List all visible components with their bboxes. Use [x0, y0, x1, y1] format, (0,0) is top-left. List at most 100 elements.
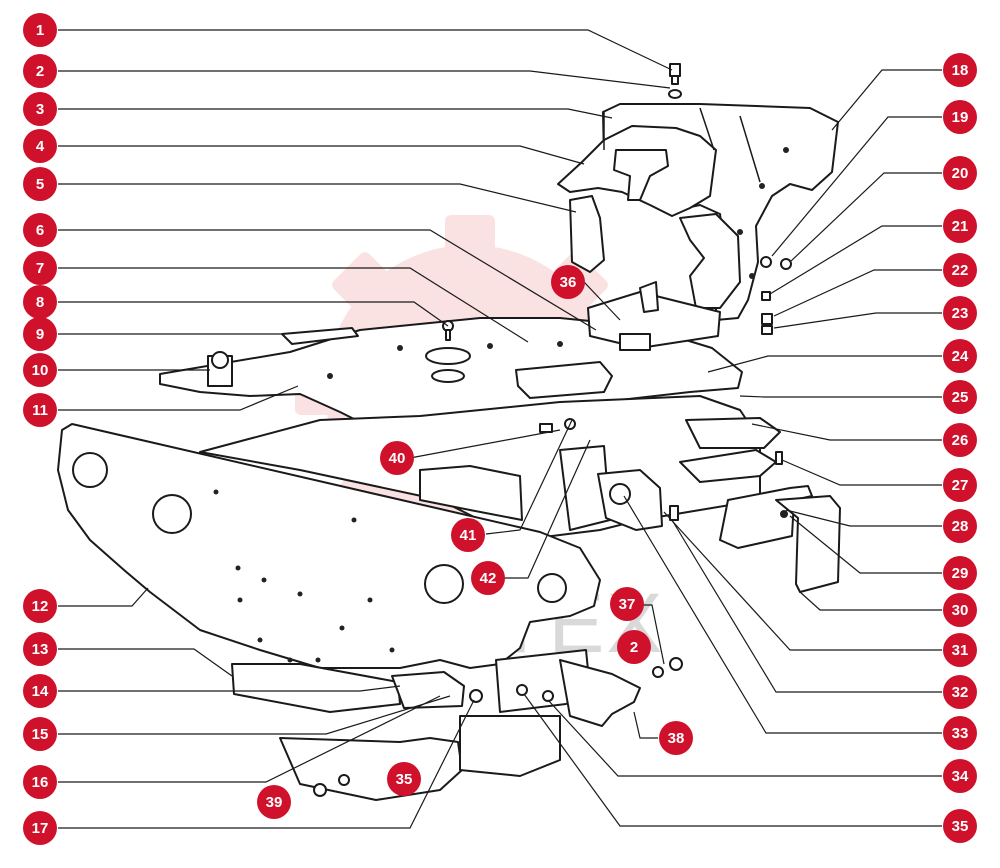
- callout-circle: [943, 423, 977, 457]
- callout-badge: 36: [551, 265, 585, 299]
- callout-number: 2: [630, 639, 638, 656]
- callout-circle: [943, 156, 977, 190]
- callout-circle: [23, 213, 57, 247]
- callout-circle: [551, 265, 585, 299]
- callout-number: 29: [952, 565, 969, 582]
- callout-badge: 17: [23, 811, 57, 845]
- fasteners: [442, 63, 792, 521]
- callout-badge: 14: [23, 674, 57, 708]
- callout-badge: 23: [943, 296, 977, 330]
- callout-number: 10: [32, 362, 49, 379]
- callout-badge: 32: [943, 675, 977, 709]
- callout-badge: 28: [943, 509, 977, 543]
- callout-circle: [943, 759, 977, 793]
- callout-circle: [451, 518, 485, 552]
- callout-badge: 2: [23, 54, 57, 88]
- callout-badge: 10: [23, 353, 57, 387]
- assembly-drawing: [57, 63, 841, 801]
- callout-badge: 33: [943, 716, 977, 750]
- callout-number: 22: [952, 262, 969, 279]
- callout-circle: [943, 53, 977, 87]
- callout-circle: [23, 589, 57, 623]
- callout-badge: 41: [451, 518, 485, 552]
- callout-badge: 29: [943, 556, 977, 590]
- callout-number: 8: [36, 294, 44, 311]
- callout-circle: [943, 296, 977, 330]
- callout-number: 21: [952, 218, 969, 235]
- callout-badge: 27: [943, 468, 977, 502]
- callout-number: 11: [32, 402, 48, 419]
- callout-number: 27: [952, 477, 969, 494]
- callout-badge: 42: [471, 561, 505, 595]
- callout-badge: 1: [23, 13, 57, 47]
- callout-number: 5: [36, 176, 44, 193]
- callout-number: 12: [32, 598, 49, 615]
- callout-number: 23: [952, 305, 969, 322]
- callout-number: 16: [32, 774, 49, 791]
- callout-badge: 16: [23, 765, 57, 799]
- bottom-plates: [231, 649, 683, 801]
- callout-circle: [943, 716, 977, 750]
- callout-badge: 5: [23, 167, 57, 201]
- callout-number: 7: [36, 260, 44, 277]
- callout-circle: [23, 129, 57, 163]
- callout-badge: 37: [610, 587, 644, 621]
- callout-number: 15: [32, 726, 49, 743]
- callout-badge: 38: [659, 721, 693, 755]
- callout-number: 35: [396, 771, 413, 788]
- callout-circle: [943, 209, 977, 243]
- callout-number: 6: [36, 222, 44, 239]
- callout-circle: [943, 633, 977, 667]
- callout-circle: [943, 253, 977, 287]
- callout-badge: 19: [943, 100, 977, 134]
- callout-number: 18: [952, 62, 969, 79]
- callout-badge: 2: [617, 630, 651, 664]
- callout-number: 30: [952, 602, 969, 619]
- main-frame: [199, 395, 781, 541]
- callout-number: 3: [36, 101, 44, 118]
- callout-badge: 25: [943, 380, 977, 414]
- callout-circle: [23, 317, 57, 351]
- callout-badge: 7: [23, 251, 57, 285]
- callout-badge: 40: [380, 441, 414, 475]
- callout-circle: [23, 54, 57, 88]
- callout-circle: [23, 167, 57, 201]
- callout-number: 19: [952, 109, 969, 126]
- callout-circle: [943, 339, 977, 373]
- callout-number: 20: [952, 165, 969, 182]
- callout-number: 41: [460, 527, 477, 544]
- side-plate: [57, 423, 601, 669]
- leader-lines: [58, 29, 942, 829]
- callout-circle: [943, 593, 977, 627]
- callout-circle: [943, 380, 977, 414]
- callout-number: 24: [952, 348, 969, 365]
- callout-circle: [23, 92, 57, 126]
- callout-number: 39: [266, 794, 283, 811]
- callout-circle: [23, 353, 57, 387]
- callout-circle: [387, 762, 421, 796]
- callout-number: 1: [36, 22, 44, 39]
- callout-number: 36: [560, 274, 577, 291]
- callout-badge: 3: [23, 92, 57, 126]
- callout-number: 14: [32, 683, 49, 700]
- callout-number: 42: [480, 570, 497, 587]
- callout-badge: 20: [943, 156, 977, 190]
- callout-badge: 15: [23, 717, 57, 751]
- callout-circle: [943, 675, 977, 709]
- callout-badge: 18: [943, 53, 977, 87]
- callout-badge: 31: [943, 633, 977, 667]
- callout-badge: 13: [23, 632, 57, 666]
- callout-circle: [23, 251, 57, 285]
- callout-number: 9: [36, 326, 44, 343]
- callout-number: 4: [36, 138, 45, 155]
- callout-circle: [23, 393, 57, 427]
- callout-number: 28: [952, 518, 969, 535]
- top-cover: [557, 103, 839, 321]
- callout-badge: 35: [943, 809, 977, 843]
- callout-number: 17: [32, 820, 49, 837]
- callout-badge: 6: [23, 213, 57, 247]
- callout-badge: 35: [387, 762, 421, 796]
- callout-circle: [943, 809, 977, 843]
- callout-circle: [471, 561, 505, 595]
